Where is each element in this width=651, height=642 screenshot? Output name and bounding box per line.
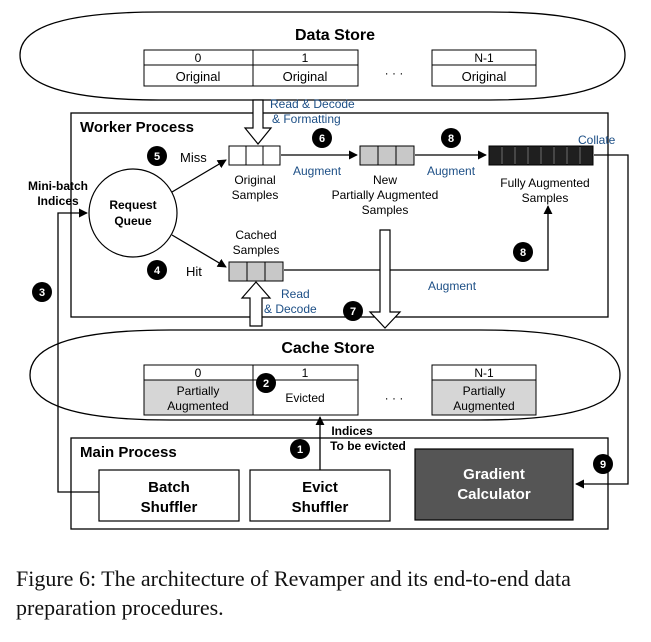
hit-arrow (171, 234, 227, 268)
augment-arrow-3 (284, 205, 553, 271)
step-badge-9: 9 (593, 454, 613, 474)
fully-augmented-queue (488, 145, 594, 166)
augment-label-3: Augment (428, 279, 477, 293)
mini-batch-label: Mini-batch (28, 179, 88, 193)
miss-label: Miss (180, 150, 207, 165)
svg-text:4: 4 (154, 265, 161, 277)
cache-store-title: Cache Store (281, 340, 374, 357)
svg-text:2: 2 (263, 378, 269, 390)
evict-shuffler-label-2: Shuffler (292, 499, 349, 516)
cache-cell-0-fill (144, 380, 252, 415)
batch-shuffler-label: Batch (148, 479, 190, 496)
cache-cell-1-label: Evicted (285, 391, 324, 405)
step-badge-3: 3 (32, 282, 52, 302)
fully-augmented-label: Fully Augmented (500, 176, 589, 190)
step-badge-6: 6 (312, 128, 332, 148)
new-partial-label: New (373, 173, 397, 187)
cache-store-outline (29, 329, 621, 421)
data-store-title: Data Store (295, 27, 375, 44)
data-store-ellipsis: · · · (385, 66, 404, 80)
worker-process-box (70, 112, 609, 318)
cache-store-ellipsis: · · · (385, 391, 404, 405)
collate-arrow (575, 154, 629, 489)
read-decode-label: Read (281, 287, 310, 301)
data-store-col-n-1: N-1 (474, 51, 494, 65)
fully-augmented-label-2: Samples (522, 191, 569, 205)
read-decode-format-label: Read & Decode (270, 97, 355, 111)
new-partial-label-2: Partially Augmented (332, 188, 439, 202)
augment-label-2: Augment (427, 164, 476, 178)
mini-batch-label-2: Indices (37, 194, 79, 208)
batch-shuffler-label-2: Shuffler (141, 499, 198, 516)
collate-label: Collate (578, 133, 616, 147)
batch-indices-arrow (57, 208, 99, 493)
new-partial-label-3: Samples (362, 203, 409, 217)
svg-text:1: 1 (297, 444, 303, 456)
request-queue-node (88, 168, 178, 258)
batch-shuffler-box (98, 469, 240, 522)
gradient-calculator-label: Gradient (463, 466, 525, 483)
data-store-col-1: 1 (302, 51, 309, 65)
step-badge-8-top: 8 (441, 128, 461, 148)
svg-text:9: 9 (600, 459, 606, 471)
cached-samples-queue (228, 261, 284, 282)
cache-store-col-1: 1 (302, 366, 309, 380)
svg-text:8: 8 (520, 247, 526, 259)
svg-text:7: 7 (350, 306, 356, 318)
svg-text:6: 6 (319, 133, 325, 145)
miss-arrow (171, 159, 227, 193)
data-store-cell-1: Original (283, 69, 328, 84)
partially-augmented-queue (359, 145, 415, 166)
data-store-cell-n-1: Original (462, 69, 507, 84)
step-badge-8-bottom: 8 (513, 242, 533, 262)
step-badge-7: 7 (343, 301, 363, 321)
step-badge-4: 4 (147, 260, 167, 280)
hit-label: Hit (186, 264, 202, 279)
read-decode-format-arrow (243, 99, 273, 145)
svg-text:3: 3 (39, 287, 45, 299)
cache-store-col-n-1: N-1 (474, 366, 494, 380)
gradient-calculator-box (414, 448, 574, 521)
cached-samples-label: Cached (235, 228, 276, 242)
evict-shuffler-label: Evict (302, 479, 338, 496)
worker-process-title: Worker Process (80, 119, 194, 136)
gradient-calculator-label-2: Calculator (457, 486, 531, 503)
cache-store: Cache Store 0 1 N-1 Partially Augmented … (29, 329, 621, 421)
augment-label-1: Augment (293, 164, 342, 178)
request-queue-label: Request (109, 198, 156, 212)
cache-cell-n-1-fill (432, 380, 536, 415)
indices-label: Indices (331, 424, 373, 438)
svg-text:5: 5 (154, 151, 160, 163)
cache-cell-n-1-label-2: Augmented (453, 399, 514, 413)
read-decode-arrow (240, 281, 272, 327)
data-store-cell-0: Original (176, 69, 221, 84)
data-store-col-0: 0 (195, 51, 202, 65)
data-store-table (143, 49, 537, 87)
write-cache-arrow (368, 229, 402, 329)
cache-store-col-0: 0 (195, 366, 202, 380)
main-process-title: Main Process (80, 444, 177, 461)
svg-text:8: 8 (448, 133, 454, 145)
cache-cell-0-label-2: Augmented (167, 399, 228, 413)
original-samples-label: Original (234, 173, 275, 187)
indices-label-2: To be evicted (330, 439, 406, 453)
figure-caption: Figure 6: The architecture of Revamper a… (16, 566, 571, 620)
original-samples-label-2: Samples (232, 188, 279, 202)
cached-samples-label-2: Samples (233, 243, 280, 257)
read-decode-format-label-2: & Formatting (272, 112, 341, 126)
read-decode-label-2: & Decode (264, 302, 317, 316)
cache-store-table (143, 364, 537, 416)
step-badge-5: 5 (147, 146, 167, 166)
step-badge-2: 2 (256, 373, 276, 393)
cache-cell-n-1-label: Partially (463, 384, 506, 398)
data-store-outline (19, 11, 626, 101)
evict-shuffler-box (249, 469, 391, 522)
original-samples-queue (228, 145, 281, 166)
step-badge-1: 1 (290, 439, 310, 459)
architecture-diagram: Data Store 0 1 N-1 Original Original · ·… (19, 11, 629, 530)
cache-cell-0-label: Partially (177, 384, 220, 398)
request-queue-label-2: Queue (114, 214, 152, 228)
data-store: Data Store 0 1 N-1 Original Original · ·… (19, 11, 626, 101)
